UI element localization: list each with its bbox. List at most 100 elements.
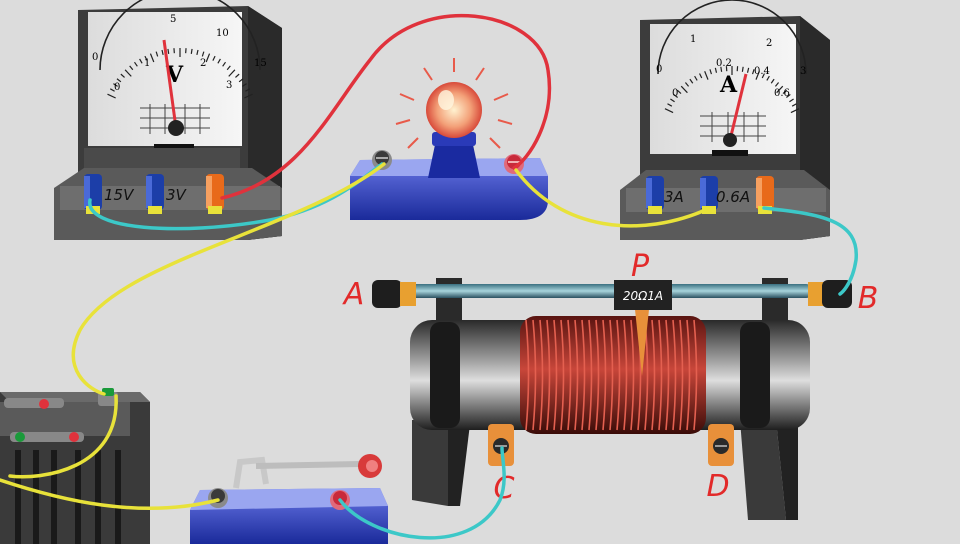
lamp-bulb — [426, 82, 482, 138]
rheostat-leg-left — [412, 420, 448, 506]
coil-turn — [567, 319, 572, 431]
voltmeter-terminal-negative[interactable] — [206, 174, 224, 214]
voltmeter-terminal-label: 15V — [104, 186, 135, 204]
voltmeter-scale-arc — [99, 0, 261, 71]
voltmeter-tick — [167, 48, 170, 54]
switch — [190, 454, 388, 544]
rheostat: 20Ω1A P A B C D — [342, 249, 879, 520]
ammeter-scale-outer-label: 1 — [690, 34, 696, 45]
ammeter-scale-arc — [657, 0, 807, 75]
coil-turn — [693, 319, 698, 431]
switch-lever[interactable] — [233, 454, 382, 489]
rheostat-slider-contact — [634, 300, 650, 376]
voltmeter-tick — [242, 83, 247, 87]
ammeter-symbol: A — [719, 72, 738, 98]
voltmeter-scale-inner-label: 3 — [226, 80, 232, 91]
lamp-terminal-left[interactable] — [372, 150, 392, 170]
ammeter-terminal-3a[interactable] — [646, 176, 664, 214]
terminal-label-a: A — [342, 277, 365, 312]
coil-turn — [679, 319, 684, 431]
voltmeter-terminal-15v[interactable] — [84, 174, 102, 214]
ammeter-tick — [670, 98, 675, 103]
voltmeter-tick — [245, 88, 251, 92]
voltmeter-tick — [109, 88, 115, 92]
ammeter-tick — [770, 78, 775, 84]
wire-cyan-switch-rheostat-c — [338, 446, 506, 540]
voltmeter-tick — [196, 49, 199, 56]
ammeter-tick — [751, 69, 755, 75]
ammeter-scale-outer-label: 3 — [800, 66, 806, 77]
ammeter-tick — [704, 71, 709, 80]
voltmeter-tick — [139, 58, 143, 64]
voltmeter-tick — [113, 83, 118, 87]
voltmeter-tick — [116, 78, 122, 83]
ammeter-mirror-grid — [700, 112, 766, 142]
voltmeter-terminal-label: 3V — [166, 186, 188, 204]
voltmeter-tick — [161, 49, 164, 56]
voltmeter-tick — [107, 93, 116, 99]
voltmeter: 0 5 10 15 0 1 2 3 V 15V 3V — [54, 0, 282, 240]
ammeter-terminal-label: 3A — [664, 188, 684, 206]
lamp-glow-rays — [395, 58, 513, 149]
ammeter-tick — [746, 67, 750, 73]
rheostat-terminal-d[interactable] — [708, 424, 734, 466]
coil-turn — [609, 319, 614, 431]
ammeter-tick — [755, 71, 760, 80]
lamp-socket — [428, 140, 480, 178]
ammeter-scale-inner-label: 0 — [672, 88, 678, 99]
coil-turn — [623, 319, 628, 431]
rheostat-terminal-a[interactable] — [372, 280, 416, 308]
ammeter-tick — [714, 67, 718, 73]
ammeter-scale-outer-label: 0 — [656, 64, 662, 75]
voltmeter-tick — [155, 51, 159, 57]
rheostat-slider-rod — [402, 284, 812, 298]
coil-turn — [672, 319, 677, 431]
wire-yellow-lamp-battery — [71, 162, 386, 396]
voltmeter-tick — [205, 53, 211, 63]
coil-turn — [665, 319, 670, 431]
coil-turn — [581, 319, 586, 431]
voltmeter-tick — [217, 58, 221, 64]
terminal-label-b: B — [858, 281, 879, 316]
ammeter-tick — [790, 108, 800, 114]
rheostat-slider-p[interactable]: 20Ω1A — [614, 280, 672, 310]
ammeter-tick — [680, 85, 688, 94]
ammeter-scale-outer-label: 2 — [766, 38, 772, 49]
coil-turn — [630, 319, 635, 431]
ammeter-terminal-negative[interactable] — [756, 176, 774, 214]
voltmeter-tick — [226, 65, 231, 71]
voltmeter-tick — [190, 48, 193, 54]
voltmeter-tick — [124, 69, 132, 77]
lamp — [350, 58, 548, 220]
voltmeter-scale-outer-label: 0 — [92, 52, 98, 63]
voltmeter-tick — [201, 51, 205, 57]
voltmeter-tick — [129, 65, 134, 71]
rheostat-terminal-b[interactable] — [808, 280, 852, 308]
ammeter-tick — [694, 75, 698, 81]
wire-red-voltmeter-lamp — [220, 14, 552, 200]
coil-turn — [595, 319, 600, 431]
ammeter-dial-face — [650, 24, 796, 154]
ammeter-tick — [667, 103, 673, 107]
voltmeter-tick — [144, 55, 148, 61]
rheostat-terminal-c[interactable] — [488, 424, 514, 466]
ammeter-tick — [676, 89, 682, 94]
voltmeter-tick — [238, 78, 244, 83]
voltmeter-terminal-3v[interactable] — [146, 174, 164, 214]
ammeter-tick — [720, 66, 723, 72]
coil-turn — [560, 319, 565, 431]
coil-turn — [546, 319, 551, 431]
wires — [0, 14, 858, 540]
switch-terminal-left[interactable] — [208, 488, 228, 508]
coil-turn — [525, 319, 530, 431]
voltmeter-scale-outer-label: 15 — [254, 58, 267, 69]
coil-turn — [532, 319, 537, 431]
voltmeter-tick — [212, 55, 216, 61]
ammeter-tick — [664, 108, 674, 114]
voltmeter-scale-inner-label: 2 — [200, 58, 206, 69]
voltmeter-scale-inner-label: 1 — [144, 58, 150, 69]
voltmeter-tick — [120, 73, 125, 78]
terminal-label-d: D — [706, 469, 729, 504]
wire-cyan-ammeter-rheostat-b — [762, 206, 858, 296]
